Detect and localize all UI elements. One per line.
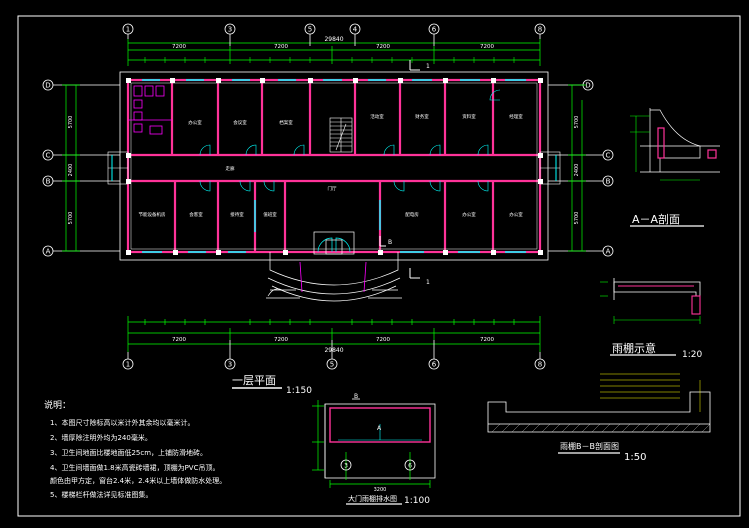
drainage-detail: 3 6 3200 A B 大门雨棚排水图 1:100 [312,393,436,506]
top-bay-1: 7200 [172,44,186,50]
top-bay-4: 7200 [480,44,494,50]
notes-heading: 说明： [44,399,71,411]
bottom-dimensions [127,316,541,352]
right-dim-3: 5700 [574,212,580,225]
section-aa-title: A－A剖面 [632,212,680,226]
bottom-bay-1: 7200 [172,337,186,343]
axis-top-1: 1 [126,26,130,34]
sheet-border [17,15,741,517]
axis-top-4: 4 [353,26,358,34]
note-4b: 颜色由甲方定，窗台2.4米，2.4米以上墙体做防水处理。 [50,476,226,485]
top-bay-2: 7200 [274,44,288,50]
room-bot-7: 办公室 [462,211,476,218]
cut-mark-bottom: 1 [426,279,430,286]
top-bay-3: 7200 [376,44,390,50]
top-dimensions [127,39,541,66]
axis-top-6: 8 [538,26,542,34]
note-5: 5、楼梯栏杆做法详见标准图集。 [50,490,152,499]
room-bot-8: 办公室 [509,211,523,218]
room-bot-2: 会客室 [189,211,203,218]
room-top-3: 档案室 [279,119,293,126]
bottom-bay-3: 7200 [376,337,390,343]
cut-mark-top: 1 [426,63,430,70]
room-bot-3: 接待室 [230,211,244,218]
detail-axis-a: 3 [344,463,348,470]
room-top-4: 活动室 [370,113,384,120]
top-total-dim: 29840 [324,36,343,43]
detail-mark-b: B [354,393,358,400]
bottom-axis-bubbles [122,340,546,370]
section-bb-scale: 1:50 [624,452,646,463]
axis-bottom-1: 1 [126,361,130,369]
note-4: 4、卫生间墙面做1.8米高瓷砖墙裙，顶棚为PVC吊顶。 [50,463,219,472]
left-dim-1: 5700 [68,116,74,129]
canopy-scale: 1:20 [682,350,702,360]
detail-axis-b: 6 [408,463,412,470]
floor-plan [107,60,561,302]
left-dim-3: 5700 [68,212,74,225]
axis-top-5: 6 [432,26,437,34]
axis-bottom-4: 6 [432,361,437,369]
axis-right-A: A [606,248,611,256]
note-3: 3、卫生间地面比楼地面低25cm，上铺防滑地砖。 [50,448,207,457]
axis-right-D: D [585,82,590,90]
axis-right-C: C [606,152,611,160]
cut-mark-b: B [388,239,392,246]
canopy-title: 雨棚示意 [612,341,656,355]
left-dim-2: 2400 [68,164,74,177]
room-bot-4: 值班室 [263,211,277,218]
axis-left-C: C [46,152,51,160]
section-bb: 雨棚B－B剖面图 1:50 [487,373,711,463]
section-aa: A－A剖面 [630,108,720,227]
right-dim-1: 5700 [574,116,580,129]
detail-title: 大门雨棚排水图 [348,494,397,503]
room-top-1: 办公室 [188,119,202,126]
axis-left-D: D [45,82,50,90]
detail-scale: 1:100 [404,496,430,506]
room-bot-1: 节能设备机房 [139,211,166,218]
axis-top-3: 5 [308,26,312,34]
right-dim-2: 2400 [574,164,580,177]
axis-bottom-2: 3 [228,361,232,369]
top-dim-ticks [144,57,515,63]
detail-width: 3200 [374,487,387,493]
axis-left-A: A [46,248,51,256]
bottom-total-dim: 29840 [324,347,343,354]
room-bot-5: 门厅 [328,185,337,192]
room-top-2: 会议室 [233,119,247,126]
plan-scale: 1:150 [286,386,312,396]
detail-mark-a: A [377,425,382,432]
room-top-6: 资料室 [462,113,476,120]
room-top-7: 经理室 [509,113,523,120]
top-axis-bubbles [122,23,546,46]
note-1: 1、本图尺寸除标高以米计外其余均以毫米计。 [50,418,194,427]
plan-title: 一层平面 [232,374,276,387]
room-bot-6: 配电房 [405,211,419,218]
axis-top-2: 3 [228,26,232,34]
bottom-bay-2: 7200 [274,337,288,343]
bottom-bay-4: 7200 [480,337,494,343]
room-corridor: 走廊 [226,165,235,172]
note-2: 2、墙厚除注明外均为240毫米。 [50,433,152,442]
axis-bottom-5: 8 [538,361,542,369]
axis-bottom-3: 5 [330,361,334,369]
axis-right-B: B [606,178,611,186]
side-dimensions [62,84,586,252]
axis-left-B: B [46,178,51,186]
notes-block: 说明： 1、本图尺寸除标高以米计外其余均以毫米计。 2、墙厚除注明外均为240毫… [44,399,226,499]
section-bb-title: 雨棚B－B剖面图 [560,441,619,451]
room-top-5: 财务室 [415,113,429,120]
room-labels: 办公室 会议室 档案室 活动室 财务室 资料室 经理室 节能设备机房 会客室 接… [139,113,524,218]
canopy-detail: 雨棚示意 1:20 [600,278,702,360]
